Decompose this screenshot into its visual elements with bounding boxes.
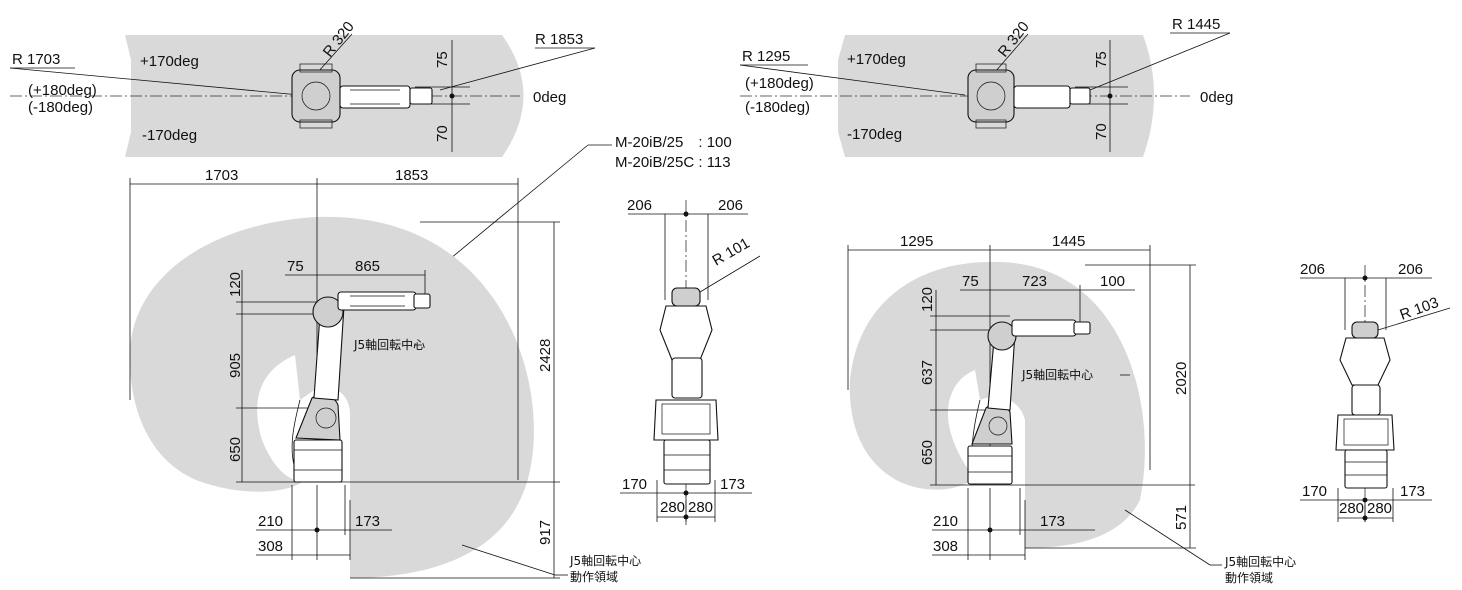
right-front-w-right: 206	[1398, 261, 1423, 278]
right-side-width-front: 1445	[1052, 233, 1085, 250]
right-side-robot	[967, 319, 1091, 485]
right-top-view: R 1295 R 1445 R 320 +170deg -170deg (+18…	[739, 16, 1233, 157]
right-front-radius: R 103	[1398, 294, 1441, 324]
right-front-foot-left: 280	[1339, 500, 1364, 517]
right-side-dim-120: 120	[919, 287, 936, 312]
right-front-foot-right: 280	[1367, 500, 1392, 517]
left-top-robot	[291, 63, 433, 129]
left-front-foot-right: 280	[688, 499, 713, 516]
left-side-width-back: 1703	[205, 167, 238, 184]
left-top-view: R 1703 R 1853 R 320 +170deg -170deg (+18…	[9, 18, 596, 157]
right-side-dim-100: 100	[1100, 273, 1125, 290]
right-side-view: 1295 1445 75 723 100 120 637 650 2020 57…	[847, 233, 1222, 566]
j5-area-label-left: J5軸回転中心 動作領域	[569, 553, 641, 584]
j5-area-left-line2: 動作領域	[570, 569, 618, 584]
right-top-radius-back: R 1295	[742, 48, 790, 65]
right-front-w-left: 206	[1300, 261, 1325, 278]
left-side-dim-173: 173	[355, 513, 380, 530]
left-top-radius-back: R 1703	[12, 51, 60, 68]
right-side-dim-173: 173	[1040, 513, 1065, 530]
right-side-dim-308: 308	[933, 538, 958, 555]
left-side-dim-650: 650	[227, 437, 244, 462]
right-top-offset-bottom: 70	[1093, 123, 1110, 140]
left-top-angle-neg180: (-180deg)	[28, 99, 93, 116]
left-front-w-right: 206	[718, 197, 743, 214]
right-top-angle-pos180: (+180deg)	[745, 75, 814, 92]
right-top-robot	[967, 63, 1091, 129]
j5-area-label-right: J5軸回転中心 動作領域	[1224, 554, 1296, 585]
left-side-dim-120: 120	[227, 272, 244, 297]
right-side-width-back: 1295	[900, 233, 933, 250]
left-front-base-right: 173	[720, 476, 745, 493]
left-front-w-left: 206	[627, 197, 652, 214]
right-front-view: 206 206 R 103 170 173 280 280	[1300, 261, 1451, 525]
left-front-view: 206 206 R 101 170 173 280 280	[620, 197, 761, 525]
right-side-dim-75: 75	[962, 273, 979, 290]
right-side-dim-2020: 2020	[1173, 362, 1190, 395]
model-note-line1: M-20iB/25 : 100	[615, 134, 732, 151]
left-side-dim-75: 75	[287, 258, 304, 275]
left-side-dim-865: 865	[355, 258, 380, 275]
right-front-base-left: 170	[1302, 483, 1327, 500]
j5-area-right-line2: 動作領域	[1225, 570, 1273, 585]
left-side-width-front: 1853	[395, 167, 428, 184]
right-top-angle-pos: +170deg	[847, 51, 906, 68]
right-side-dim-210: 210	[933, 513, 958, 530]
right-front-robot	[1335, 321, 1395, 489]
left-top-angle-pos180: (+180deg)	[28, 82, 97, 99]
left-side-dim-308: 308	[258, 538, 283, 555]
left-top-angle-zero: 0deg	[533, 89, 566, 106]
right-top-offset-top: 75	[1093, 51, 1110, 68]
left-front-robot	[653, 287, 719, 485]
left-side-dim-905: 905	[227, 353, 244, 378]
left-top-radius-front: R 1853	[535, 31, 583, 48]
left-side-view: 1703 1853 75 865 120 905 650 2428 917 21…	[129, 167, 568, 579]
left-top-offset-bottom: 70	[434, 125, 451, 142]
right-top-angle-neg: -170deg	[847, 126, 902, 143]
right-side-dim-571: 571	[1173, 505, 1190, 530]
left-top-angle-pos: +170deg	[140, 53, 199, 70]
right-top-angle-zero: 0deg	[1200, 89, 1233, 106]
right-top-radius-front: R 1445	[1172, 16, 1220, 33]
left-side-dim-917: 917	[537, 520, 554, 545]
left-front-base-left: 170	[622, 476, 647, 493]
left-side-dim-2428: 2428	[537, 339, 554, 372]
left-top-offset-top: 75	[434, 51, 451, 68]
left-side-region	[129, 216, 534, 578]
right-side-dim-637: 637	[919, 360, 936, 385]
right-side-j5-center: J5軸回転中心	[1021, 367, 1093, 382]
left-front-foot-left: 280	[660, 499, 685, 516]
model-note-line2: M-20iB/25C : 113	[615, 154, 731, 171]
left-side-dim-210: 210	[258, 513, 283, 530]
left-side-j5-center: J5軸回転中心	[353, 337, 425, 352]
left-side-robot	[293, 291, 431, 483]
j5-area-right-line1: J5軸回転中心	[1224, 554, 1296, 569]
right-side-dim-723: 723	[1022, 273, 1047, 290]
j5-area-left-line1: J5軸回転中心	[569, 553, 641, 568]
right-front-base-right: 173	[1400, 483, 1425, 500]
right-side-dim-650: 650	[919, 440, 936, 465]
left-top-angle-neg: -170deg	[142, 127, 197, 144]
right-top-angle-neg180: (-180deg)	[745, 99, 810, 116]
